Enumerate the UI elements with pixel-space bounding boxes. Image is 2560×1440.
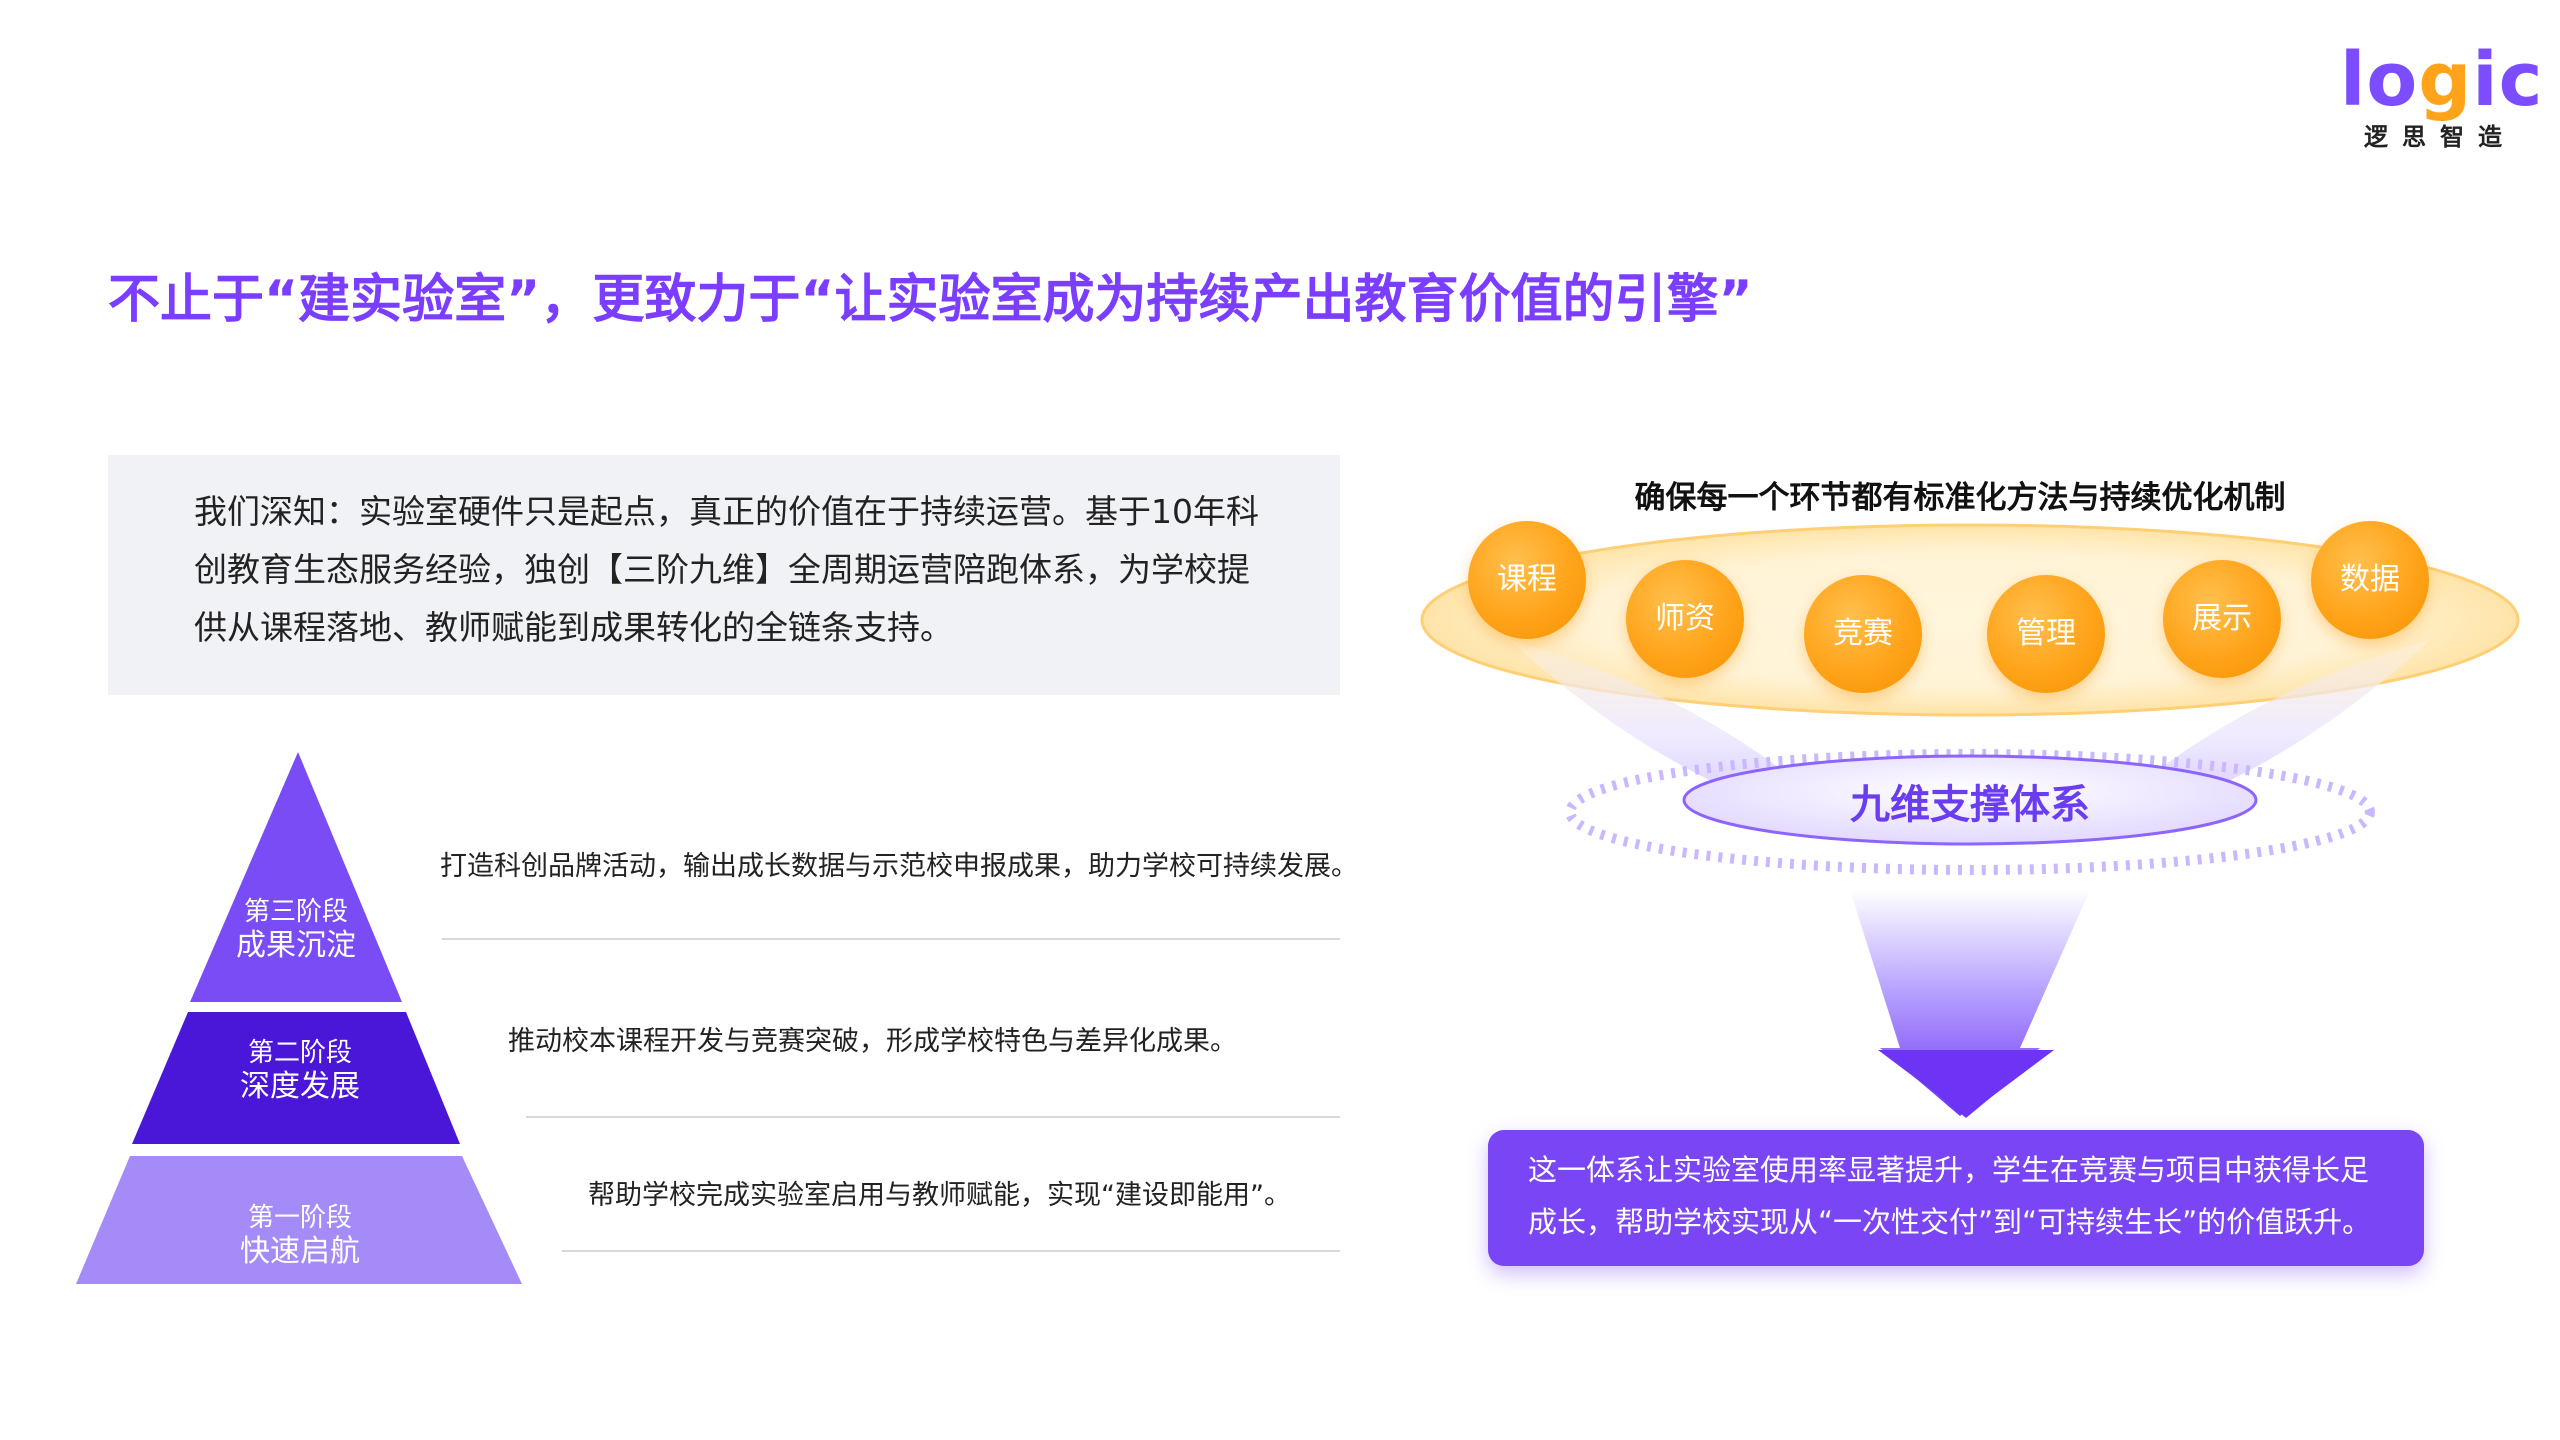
stage-pyramid: 第三阶段 成果沉淀 第二阶段 深度发展 第一阶段 快速启航	[70, 750, 530, 1290]
tier-2-label: 第二阶段 深度发展	[180, 1037, 420, 1105]
tier-2-name: 深度发展	[240, 1069, 360, 1104]
intro-text: 我们深知：实验室硬件只是起点，真正的价值在于持续运营。基于10年科创教育生态服务…	[194, 492, 1259, 647]
stage-1-description: 帮助学校完成实验室启用与教师赋能，实现“建设即能用”。	[588, 1180, 1291, 1211]
diagram-caption: 确保每一个环节都有标准化方法与持续优化机制	[1634, 480, 2286, 516]
nine-dimension-diagram: 确保每一个环节都有标准化方法与持续优化机制 课程 师资 竞赛 管理 展示 数据 …	[1400, 460, 2540, 1280]
stage-3-divider	[442, 938, 1340, 940]
result-callout: 这一体系让实验室使用率显著提升，学生在竞赛与项目中获得长足成长，帮助学校实现从“…	[1488, 1130, 2424, 1266]
logo-wordmark: logic	[2340, 37, 2544, 123]
stage-1-divider	[562, 1250, 1340, 1252]
tier-3-label: 第三阶段 成果沉淀	[190, 896, 402, 964]
tier-1-stage: 第一阶段	[247, 1203, 352, 1233]
dimension-orb-course: 课程	[1468, 521, 1586, 639]
pyramid-graphic	[76, 752, 522, 1284]
tier-2-stage: 第二阶段	[247, 1038, 352, 1068]
arrow-head-wide	[1884, 1050, 2048, 1118]
intro-panel: 我们深知：实验室硬件只是起点，真正的价值在于持续运营。基于10年科创教育生态服务…	[108, 455, 1340, 695]
pyramid-tier-2-shape	[132, 1012, 460, 1144]
pyramid-tier-3-shape	[190, 752, 402, 1002]
dimension-orb-showcase: 展示	[2163, 560, 2281, 678]
logo-subtitle: 逻思智造	[2364, 123, 2516, 151]
tier-1-label: 第一阶段 快速启航	[180, 1202, 420, 1270]
tier-3-stage: 第三阶段	[243, 897, 348, 927]
brand-logo: logic 逻思智造	[2340, 37, 2544, 151]
page-title: 不止于“建实验室”，更致力于“让实验室成为持续产出教育价值的引擎”	[108, 270, 1753, 330]
support-ring	[1565, 749, 2375, 875]
dimension-orb-competition: 竞赛	[1804, 575, 1922, 693]
pyramid-tier-1-shape	[76, 1156, 522, 1284]
dimension-orb-management: 管理	[1987, 575, 2105, 693]
tier-1-name: 快速启航	[240, 1234, 360, 1269]
stage-2-divider	[526, 1116, 1340, 1118]
stage-3-description: 打造科创品牌活动，输出成长数据与示范校申报成果，助力学校可持续发展。	[440, 851, 1358, 882]
stage-2-description: 推动校本课程开发与竞赛突破，形成学校特色与差异化成果。	[508, 1026, 1237, 1057]
result-text: 这一体系让实验室使用率显著提升，学生在竞赛与项目中获得长足成长，帮助学校实现从“…	[1528, 1153, 2372, 1239]
support-disc	[1682, 754, 2258, 846]
tier-3-name: 成果沉淀	[236, 928, 356, 963]
core-system-label: 九维支撑体系	[1850, 782, 2090, 828]
dimension-orb-teachers: 师资	[1626, 560, 1744, 678]
arrow-head-graphic	[1878, 1050, 2054, 1118]
dimension-orb-data: 数据	[2311, 521, 2429, 639]
